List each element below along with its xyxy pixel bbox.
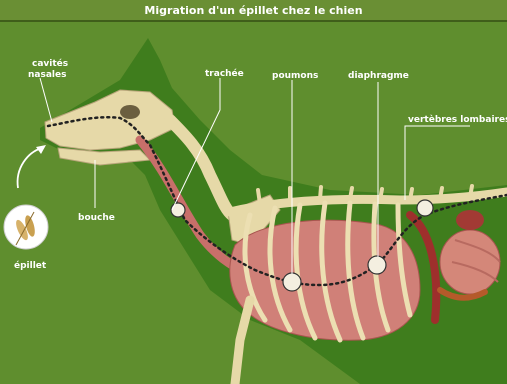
marker-poumons <box>283 273 301 291</box>
label-cavites-line1: cavités <box>32 58 68 69</box>
label-diaphragme: diaphragme <box>348 71 409 81</box>
label-cavites-line2: nasales <box>28 70 66 80</box>
eye-socket <box>120 105 140 119</box>
intestines <box>440 230 500 294</box>
marker-vertebres <box>417 200 433 216</box>
kidney <box>456 210 484 230</box>
label-bouche: bouche <box>78 213 115 223</box>
marker-trachea <box>171 203 185 217</box>
label-vertebres: vertèbres lombaires <box>408 114 507 125</box>
label-trachee: trachée <box>205 68 244 79</box>
marker-diaphragme <box>368 256 386 274</box>
label-epillet: épillet <box>14 260 47 271</box>
label-poumons: poumons <box>272 71 318 81</box>
